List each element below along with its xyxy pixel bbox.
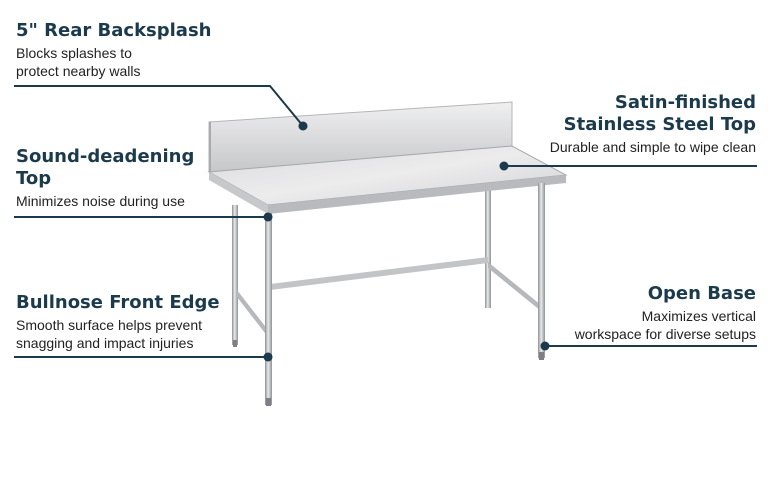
- title-line: Stainless Steel Top: [563, 114, 756, 135]
- feature-title: Satin-finished Stainless Steel Top: [496, 92, 756, 136]
- satin-dot: [499, 161, 509, 171]
- feature-title: Open Base: [647, 283, 756, 304]
- openbase-dot: [540, 341, 550, 351]
- bullnose-dot: [263, 352, 273, 362]
- rear-legs: [232, 190, 491, 345]
- feature-open-base: Open Base Maximizes vertical workspace f…: [516, 283, 756, 343]
- sound-dot: [263, 212, 273, 222]
- title-line: Sound-deadening: [16, 146, 195, 167]
- feature-sound-deadening: Sound-deadening Top Minimizes noise duri…: [16, 146, 216, 210]
- feature-satin-top: Satin-finished Stainless Steel Top Durab…: [496, 92, 756, 156]
- feature-backsplash: 5" Rear Backsplash Blocks splashes to pr…: [16, 20, 256, 80]
- desc-line: Maximizes vertical: [641, 308, 756, 324]
- feature-description: Maximizes vertical workspace for diverse…: [516, 307, 756, 343]
- backsplash-dot: [298, 121, 308, 131]
- callout-dots: [263, 121, 550, 362]
- feature-title: Sound-deadening Top: [16, 146, 216, 190]
- table-top: [207, 145, 568, 214]
- desc-line: protect nearby walls: [16, 63, 141, 79]
- front-legs: [233, 183, 545, 406]
- backsplash-leader: [14, 85, 304, 127]
- feature-description: Durable and simple to wipe clean: [549, 139, 756, 155]
- desc-line: Smooth surface helps prevent: [16, 317, 202, 333]
- feature-description: Minimizes noise during use: [16, 193, 185, 209]
- feature-title: 5" Rear Backsplash: [16, 20, 212, 41]
- base-braces: [237, 257, 541, 337]
- feature-description: Blocks splashes to protect nearby walls: [16, 44, 256, 80]
- desc-line: snagging and impact injuries: [16, 335, 194, 351]
- title-line: Top: [16, 168, 52, 189]
- desc-line: Blocks splashes to: [16, 45, 132, 61]
- feature-title: Bullnose Front Edge: [16, 292, 220, 313]
- desc-line: workspace for diverse setups: [574, 326, 756, 342]
- feature-description: Smooth surface helps prevent snagging an…: [16, 316, 256, 352]
- feature-bullnose-edge: Bullnose Front Edge Smooth surface helps…: [16, 292, 256, 352]
- callout-lines: [14, 85, 757, 358]
- title-line: Satin-finished: [614, 92, 756, 113]
